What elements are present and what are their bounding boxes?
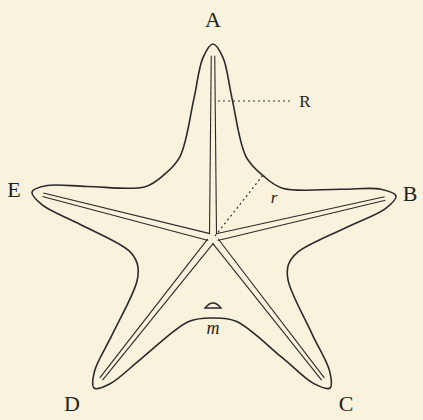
groove-line [42,196,208,240]
arm-letter: D [64,393,80,415]
groove-line [218,239,324,378]
radius-label: R [299,93,310,110]
ambulacral-grooves [42,56,385,380]
groove-line [100,239,208,378]
arm-letter: C [339,393,354,415]
radius-label: r [271,189,278,206]
groove-line [215,56,217,234]
madreporite-label: m [207,319,220,337]
groove-line [43,193,210,234]
groove-line [218,200,386,240]
arm-letter: A [205,9,221,31]
arm-letter: E [7,179,20,201]
groove-line [210,56,212,234]
starfish-outline [32,44,396,389]
arm-letter: B [403,183,418,205]
groove-line [216,197,385,234]
groove-line [103,243,214,380]
groove-line [213,243,322,380]
radius-line [215,175,263,236]
radius-line [218,100,292,101]
madreporite [205,303,221,308]
